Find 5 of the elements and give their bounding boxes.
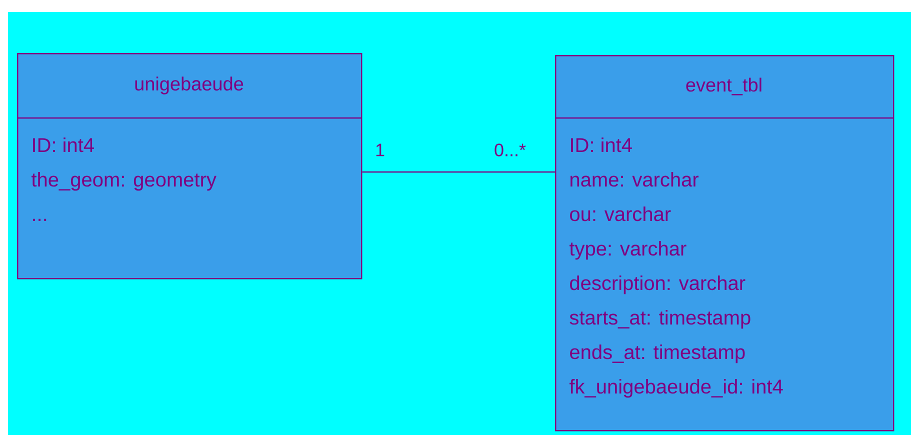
class-box: unigebaeude ID: int4 the_geom: geometry ... — [17, 53, 362, 280]
class-box: event_tbl ID: int4 name: varchar ou: varchar type: varchar description: varchar starts_at: timestamp ends_at: timestamp fk_unigebaeude_id: int4 — [555, 55, 894, 432]
multiplicity-label: 0...* — [494, 144, 526, 156]
multiplicity-label: 1 — [376, 144, 384, 156]
association-line — [362, 171, 555, 173]
